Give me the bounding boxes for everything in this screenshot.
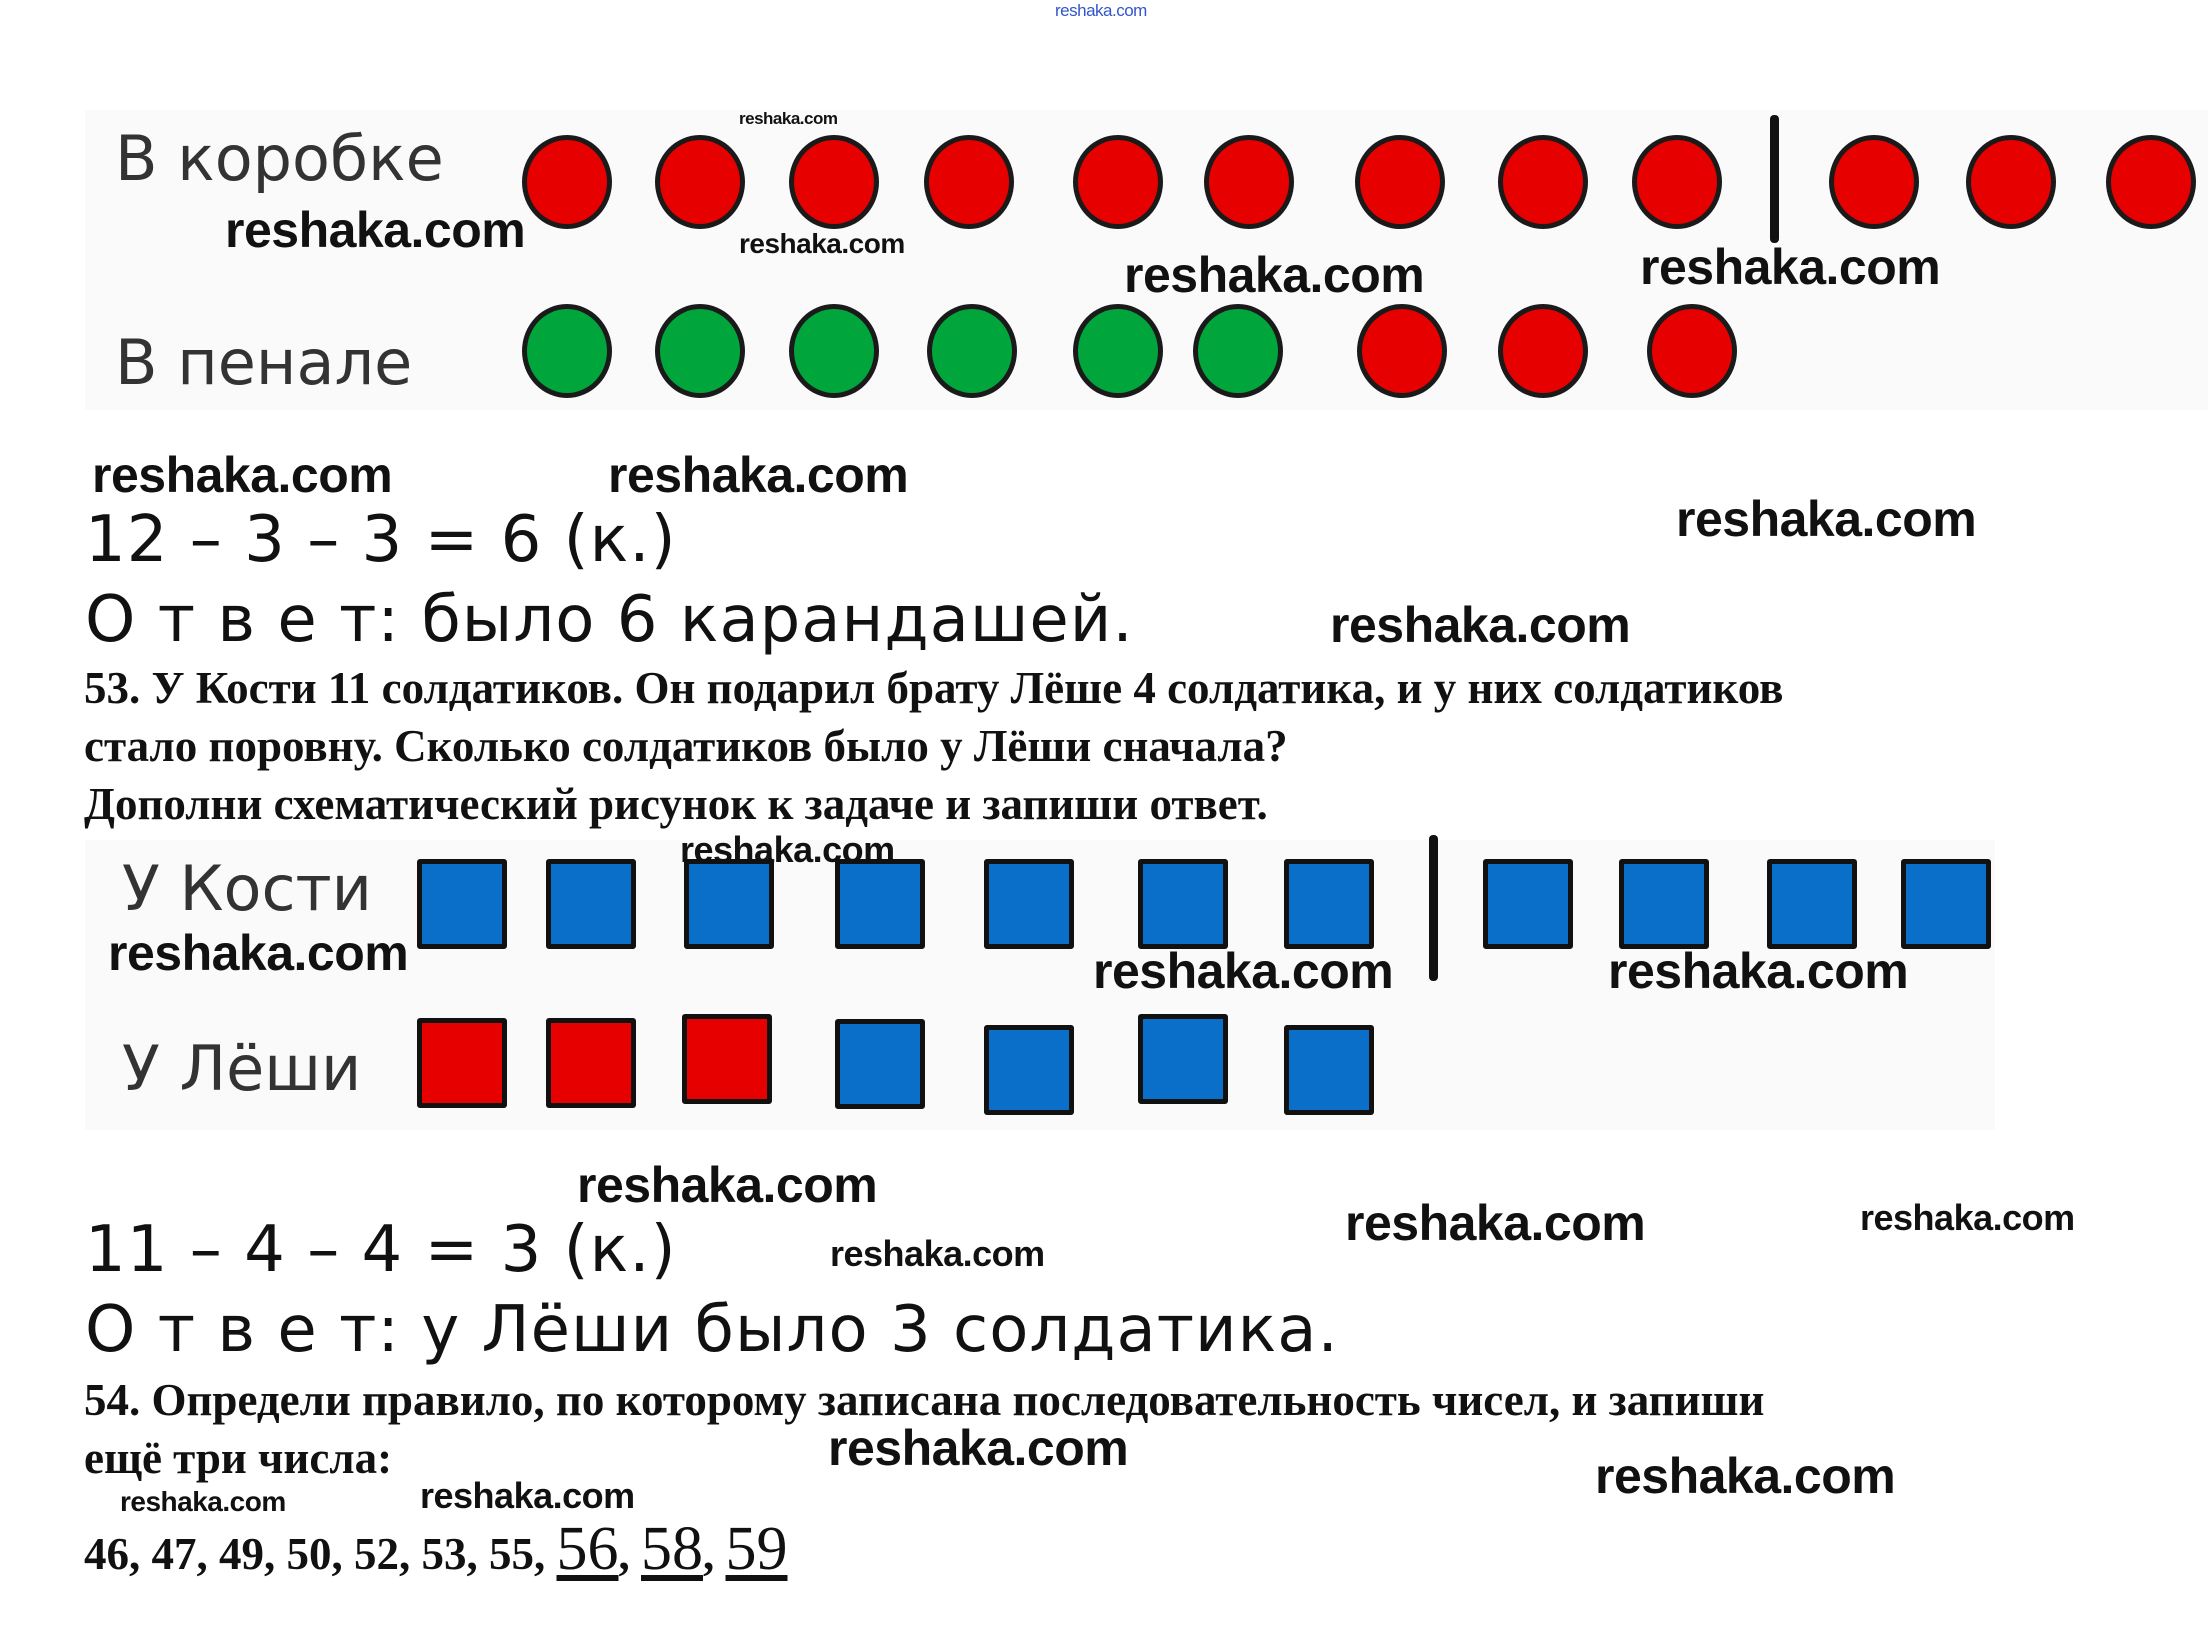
square-red	[546, 1018, 636, 1108]
square-blue	[417, 859, 507, 949]
equation-53: 11 – 4 – 4 = 3 (к.)	[85, 1213, 677, 1287]
watermark: reshaka.com	[577, 1157, 878, 1213]
divider-bar	[1429, 835, 1438, 981]
circle-red	[655, 135, 745, 229]
row-label-box: В коробке	[115, 122, 444, 195]
square-blue	[835, 859, 925, 949]
task-54-line-1: 54. Определи правило, по которому записа…	[84, 1375, 1765, 1425]
square-blue	[984, 1025, 1074, 1115]
square-blue	[1284, 859, 1374, 949]
watermark: reshaka.com	[830, 1233, 1045, 1274]
row-label-pencil-case: В пенале	[115, 326, 413, 399]
watermark: reshaka.com	[1608, 943, 1909, 999]
watermark: reshaka.com	[108, 925, 409, 981]
circle-red	[1632, 135, 1722, 229]
watermark: reshaka.com	[225, 202, 526, 258]
circle-red	[522, 135, 612, 229]
watermark: reshaka.com	[1860, 1197, 2075, 1238]
circle-green	[1193, 304, 1283, 398]
circle-green	[927, 304, 1017, 398]
watermark: reshaka.com	[828, 1420, 1129, 1476]
square-blue	[1138, 1014, 1228, 1104]
circle-green	[1073, 304, 1163, 398]
square-blue	[1284, 1025, 1374, 1115]
circle-red	[1647, 304, 1737, 398]
square-blue	[984, 859, 1074, 949]
square-blue	[1138, 859, 1228, 949]
circle-red	[1829, 135, 1919, 229]
sequence-given: 46, 47, 49, 50, 52, 53, 55,	[84, 1529, 546, 1579]
row-label-lyosha: У Лёши	[122, 1032, 362, 1105]
circle-red	[924, 135, 1014, 229]
circle-red	[1073, 135, 1163, 229]
row-label-kostya: У Кости	[122, 852, 372, 925]
square-blue	[684, 859, 774, 949]
circle-green	[655, 304, 745, 398]
separator: ,	[703, 1529, 715, 1579]
circle-red	[1498, 304, 1588, 398]
equation-52: 12 – 3 – 3 = 6 (к.)	[85, 503, 677, 577]
watermark: reshaka.com	[120, 1486, 286, 1517]
watermark: reshaka.com	[739, 228, 905, 259]
watermark: reshaka.com	[1124, 247, 1425, 303]
watermark: reshaka.com	[92, 447, 393, 503]
answer-53: О т в е т: у Лёши было 3 солдатика.	[85, 1293, 1339, 1367]
square-blue	[1767, 859, 1857, 949]
square-blue	[1619, 859, 1709, 949]
task-53-line-1: 53. У Кости 11 солдатиков. Он подарил бр…	[84, 663, 1784, 713]
answer-52: О т в е т: было 6 карандашей.	[85, 583, 1134, 657]
answer-number-3: 59	[725, 1515, 788, 1583]
task-53-line-2: стало поровну. Сколько солдатиков было у…	[84, 721, 1288, 771]
watermark: reshaka.com	[1093, 943, 1394, 999]
task-53-line-3: Дополни схематический рисунок к задаче и…	[84, 779, 1268, 829]
answer-number-2: 58	[641, 1515, 703, 1583]
circle-red	[1204, 135, 1294, 229]
circle-green	[522, 304, 612, 398]
square-blue	[1483, 859, 1573, 949]
task-54-line-2: ещё три числа:	[84, 1433, 393, 1483]
watermark: reshaka.com	[420, 1475, 635, 1516]
square-blue	[1901, 859, 1991, 949]
watermark: reshaka.com	[1640, 239, 1941, 295]
square-blue	[835, 1019, 925, 1109]
square-blue	[546, 859, 636, 949]
watermark: reshaka.com	[1055, 1, 1147, 20]
circle-red	[1355, 135, 1445, 229]
watermark: reshaka.com	[608, 447, 909, 503]
answer-number-1: 56	[556, 1515, 619, 1583]
circle-red	[1357, 304, 1447, 398]
watermark: reshaka.com	[1345, 1195, 1646, 1251]
separator: ,	[618, 1529, 630, 1579]
watermark: reshaka.com	[680, 829, 895, 870]
circle-red	[1966, 135, 2056, 229]
number-sequence: 46, 47, 49, 50, 52, 53, 55, 56, 58, 59	[84, 1518, 788, 1580]
divider-bar	[1770, 115, 1779, 243]
square-red	[417, 1018, 507, 1108]
circle-red	[789, 135, 879, 229]
watermark: reshaka.com	[739, 109, 838, 128]
watermark: reshaka.com	[1330, 597, 1631, 653]
circle-green	[789, 304, 879, 398]
circle-red	[2106, 135, 2196, 229]
square-red	[682, 1014, 772, 1104]
circle-red	[1498, 135, 1588, 229]
watermark: reshaka.com	[1595, 1448, 1896, 1504]
watermark: reshaka.com	[1676, 491, 1977, 547]
